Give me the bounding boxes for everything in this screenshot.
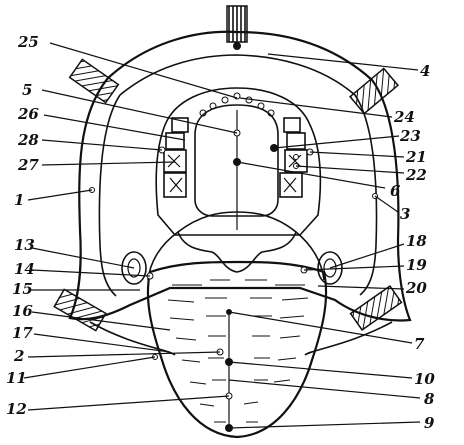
label-23: 23 (399, 127, 421, 145)
label-5: 5 (22, 81, 32, 99)
label-20: 20 (405, 279, 427, 297)
label-3: 3 (400, 205, 410, 223)
reference-points (90, 42, 378, 432)
label-24: 24 (393, 108, 415, 126)
label-18: 18 (406, 232, 427, 250)
label-17: 17 (12, 324, 33, 342)
label-22: 22 (405, 166, 427, 184)
label-19: 19 (406, 256, 427, 274)
label-26: 26 (17, 105, 39, 123)
lower-right-retractor (351, 286, 402, 330)
label-16: 16 (12, 302, 33, 320)
label-28: 28 (17, 131, 39, 149)
label-10: 10 (414, 370, 435, 388)
label-12: 12 (6, 400, 27, 418)
label-21: 21 (405, 148, 427, 166)
label-25: 25 (17, 33, 39, 51)
left-palatine-arch (148, 232, 178, 280)
label-15: 15 (12, 280, 33, 298)
label-4: 4 (420, 62, 430, 80)
label-6: 6 (390, 182, 401, 200)
label-8: 8 (424, 390, 435, 408)
left-teeth (164, 118, 188, 197)
tongue-texture (168, 280, 308, 422)
label-11: 11 (6, 369, 27, 387)
label-14: 14 (14, 260, 35, 278)
label-13: 13 (14, 236, 35, 254)
upper-left-retractor (70, 59, 119, 102)
label-1: 1 (14, 191, 24, 209)
outer-lip-outline (70, 32, 410, 321)
right-palatine-arch (296, 232, 324, 280)
inner-lip-outline (120, 55, 377, 295)
label-9: 9 (424, 414, 435, 432)
label-7: 7 (414, 335, 425, 353)
top-retractor (227, 6, 247, 42)
lower-left-retractor (54, 289, 106, 330)
upper-right-retractor (350, 68, 398, 113)
lower-lip-fold (90, 322, 175, 355)
label-27: 27 (17, 156, 39, 174)
label-2: 2 (13, 347, 24, 365)
